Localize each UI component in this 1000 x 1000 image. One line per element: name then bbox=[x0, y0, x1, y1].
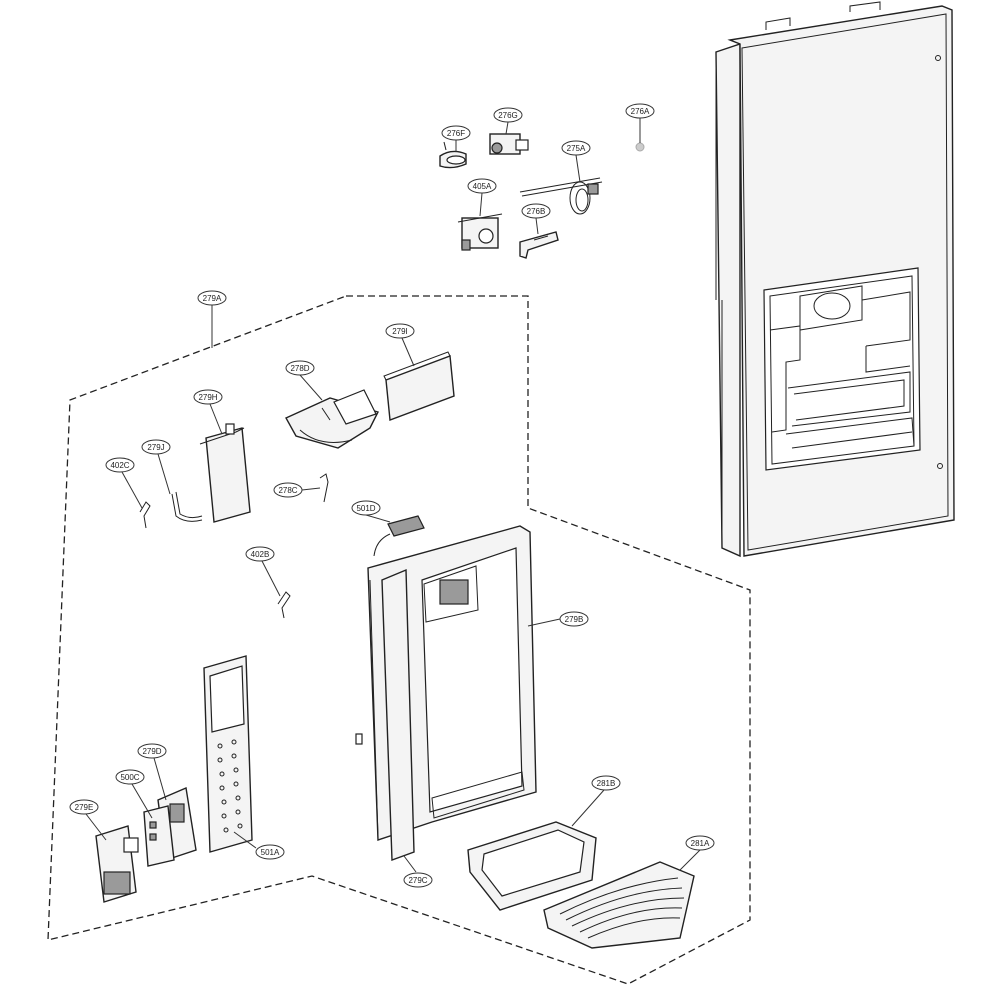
part-279I-cover bbox=[383, 351, 455, 421]
label-279I: 279I bbox=[385, 323, 415, 339]
label-276B: 276B bbox=[521, 203, 551, 219]
assembly-279A-boundary bbox=[47, 295, 751, 985]
svg-text:279I: 279I bbox=[392, 327, 408, 336]
label-405A: 405A bbox=[467, 178, 497, 194]
svg-text:279B: 279B bbox=[565, 615, 584, 624]
label-279C: 279C bbox=[403, 872, 433, 888]
svg-text:279A: 279A bbox=[203, 294, 222, 303]
part-500C-pcb bbox=[143, 805, 175, 867]
label-278C: 278C bbox=[273, 482, 303, 498]
button-matrix bbox=[217, 739, 243, 833]
svg-text:402B: 402B bbox=[251, 550, 270, 559]
svg-text:279H: 279H bbox=[198, 393, 217, 402]
label-279D: 279D bbox=[137, 743, 167, 759]
label-276F: 276F bbox=[441, 125, 471, 141]
part-279J-lever bbox=[171, 491, 203, 522]
part-276G-valve bbox=[489, 133, 529, 155]
part-276A-cap bbox=[635, 142, 645, 152]
part-281B-tray bbox=[467, 821, 597, 911]
label-281A: 281A bbox=[685, 835, 715, 851]
part-276B-bracket bbox=[519, 231, 559, 259]
svg-text:276A: 276A bbox=[631, 107, 650, 116]
label-276A: 276A bbox=[625, 103, 655, 119]
label-402B: 402B bbox=[245, 546, 275, 562]
label-500C: 500C bbox=[115, 769, 145, 785]
label-279H: 279H bbox=[193, 389, 223, 405]
svg-text:278C: 278C bbox=[278, 486, 297, 495]
svg-text:501D: 501D bbox=[356, 504, 375, 513]
part-501A-control-board bbox=[203, 655, 253, 853]
svg-text:402C: 402C bbox=[110, 461, 129, 470]
label-279B: 279B bbox=[559, 611, 589, 627]
svg-text:278D: 278D bbox=[290, 364, 309, 373]
svg-text:279D: 279D bbox=[142, 747, 161, 756]
part-279B-housing bbox=[355, 525, 537, 841]
part-275A-wire-assembly bbox=[519, 177, 603, 215]
svg-text:276B: 276B bbox=[527, 207, 546, 216]
refrigerator-door bbox=[715, 1, 955, 558]
leader-lines bbox=[85, 118, 701, 873]
label-501A: 501A bbox=[255, 844, 285, 860]
svg-text:500C: 500C bbox=[120, 773, 139, 782]
label-279A: 279A bbox=[197, 290, 227, 306]
part-279C-front-frame bbox=[381, 568, 415, 861]
part-279E-switch-housing bbox=[95, 825, 139, 903]
label-279J: 279J bbox=[141, 439, 171, 455]
svg-text:501A: 501A bbox=[261, 848, 280, 857]
part-402C-spring bbox=[139, 501, 151, 529]
label-402C: 402C bbox=[105, 457, 135, 473]
part-402B-spring bbox=[277, 591, 291, 619]
label-278D: 278D bbox=[285, 360, 315, 376]
label-275A: 275A bbox=[561, 140, 591, 156]
part-279H-panel bbox=[199, 423, 251, 523]
part-501D-board bbox=[373, 515, 425, 557]
part-276F-hinge bbox=[439, 141, 467, 169]
svg-text:276G: 276G bbox=[498, 111, 518, 120]
svg-text:281B: 281B bbox=[597, 779, 616, 788]
part-278D-duct bbox=[285, 389, 380, 449]
label-501D: 501D bbox=[351, 500, 381, 516]
svg-text:281A: 281A bbox=[691, 839, 710, 848]
svg-text:279C: 279C bbox=[408, 876, 427, 885]
label-276G: 276G bbox=[493, 107, 523, 123]
svg-text:279E: 279E bbox=[75, 803, 94, 812]
svg-text:279J: 279J bbox=[147, 443, 164, 452]
label-279E: 279E bbox=[69, 799, 99, 815]
part-405A-motor bbox=[457, 213, 503, 251]
svg-text:405A: 405A bbox=[473, 182, 492, 191]
label-281B: 281B bbox=[591, 775, 621, 791]
part-281A-grille bbox=[543, 861, 695, 949]
part-278C-clip bbox=[319, 473, 329, 503]
svg-text:275A: 275A bbox=[567, 144, 586, 153]
svg-text:276F: 276F bbox=[447, 129, 465, 138]
